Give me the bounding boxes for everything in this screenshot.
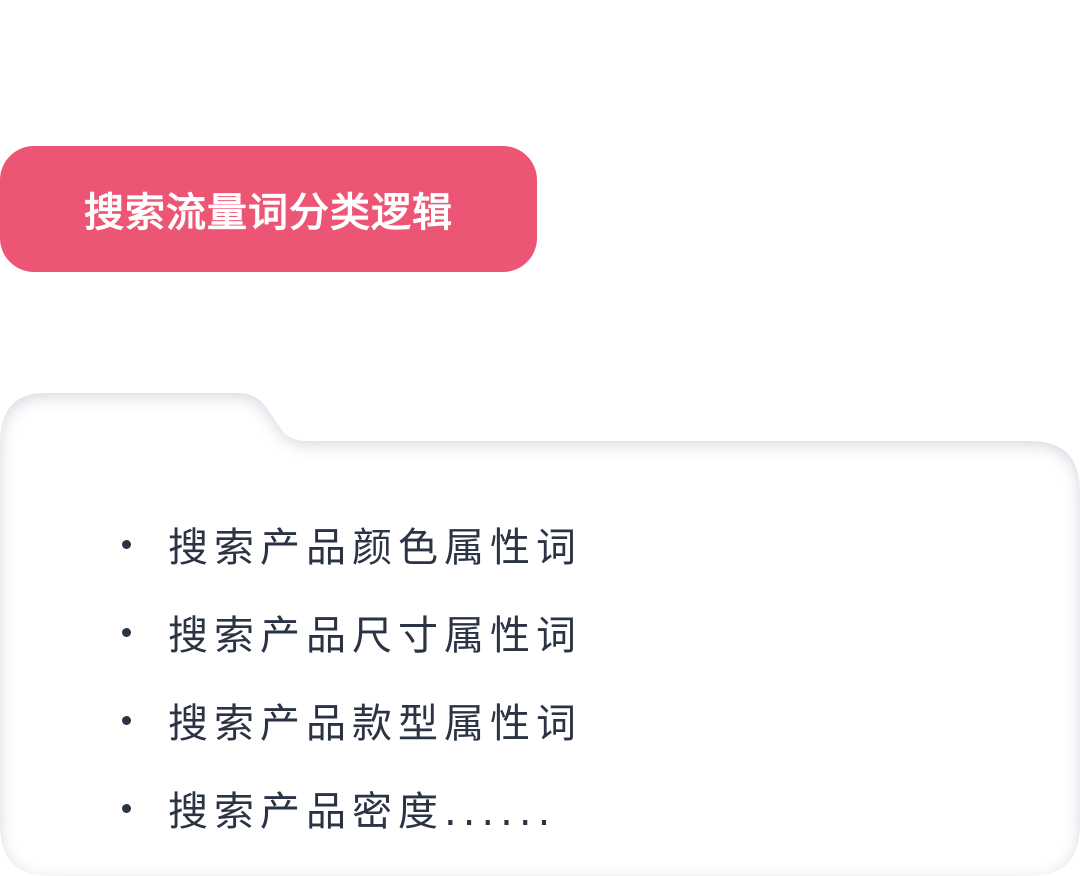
attribute-list: 搜索产品颜色属性词 搜索产品尺寸属性词 搜索产品款型属性词 搜索产品密度....… bbox=[118, 500, 582, 852]
folder-card bbox=[0, 383, 1080, 876]
list-item-text: 搜索产品尺寸属性词 bbox=[168, 613, 582, 659]
list-item: 搜索产品颜色属性词 bbox=[118, 500, 582, 588]
bullet-icon bbox=[122, 803, 131, 813]
folder-shape bbox=[0, 393, 1080, 876]
list-item: 搜索产品尺寸属性词 bbox=[118, 588, 582, 676]
list-item: 搜索产品密度...... bbox=[118, 764, 582, 852]
bullet-icon bbox=[122, 715, 131, 725]
list-item-text: 搜索产品密度...... bbox=[168, 789, 557, 835]
title-text: 搜索流量词分类逻辑 bbox=[84, 190, 453, 236]
list-item-text: 搜索产品颜色属性词 bbox=[168, 525, 582, 571]
list-item: 搜索产品款型属性词 bbox=[118, 676, 582, 764]
list-item-text: 搜索产品款型属性词 bbox=[168, 701, 582, 747]
title-banner: 搜索流量词分类逻辑 bbox=[0, 146, 537, 272]
bullet-icon bbox=[122, 539, 131, 549]
bullet-icon bbox=[122, 627, 131, 637]
